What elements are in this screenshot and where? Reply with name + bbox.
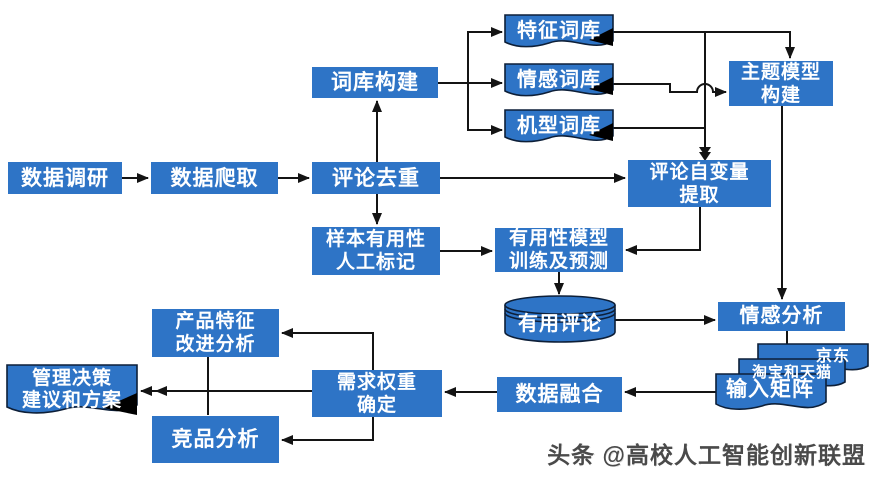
node-sentiment-analysis: 情感分析 bbox=[718, 302, 845, 331]
node-comment-dedup: 评论去重 bbox=[312, 162, 440, 194]
edge-lexicon-featuredoc bbox=[467, 27, 503, 83]
folded-corner bbox=[589, 77, 613, 95]
edge-sentimentdoc-topicmodel bbox=[613, 83, 727, 97]
node-data-crawl: 数据爬取 bbox=[151, 162, 278, 194]
folded-corner bbox=[103, 393, 137, 415]
node-lexicon-build: 词库构建 bbox=[312, 67, 438, 98]
folded-corner bbox=[589, 28, 613, 46]
edge-lexicon-modeldoc bbox=[467, 83, 503, 135]
node-sample-usefulness-label: 样本有用性 人工标记 bbox=[312, 227, 440, 275]
edge-featuredoc-topicmodel bbox=[613, 31, 795, 59]
sentiment-lexicon-doc-shape bbox=[504, 63, 614, 97]
edge-demandweight-competitor bbox=[281, 417, 374, 445]
edge-commentvar-usefulmodel bbox=[625, 207, 701, 255]
useful-comments-cylinder-shape bbox=[504, 295, 616, 343]
folded-corner bbox=[589, 123, 613, 141]
double-arrow-lower bbox=[699, 152, 711, 161]
node-usefulness-model: 有用性模型 训练及预测 bbox=[495, 228, 623, 272]
connectors bbox=[122, 27, 795, 445]
node-comment-variable-extract: 评论自变量 提取 bbox=[628, 160, 771, 207]
edge-demandweight-productfeature bbox=[281, 328, 374, 370]
node-data-research: 数据调研 bbox=[8, 162, 122, 194]
node-product-feature-analysis: 产品特征 改进分析 bbox=[152, 309, 279, 357]
model-lexicon-doc-shape bbox=[504, 109, 614, 143]
node-topic-model: 主题模型 构建 bbox=[729, 61, 833, 106]
double-arrow-upper bbox=[699, 147, 711, 156]
input-matrix-doc-shape bbox=[715, 373, 827, 410]
feature-lexicon-doc-shape bbox=[504, 14, 614, 48]
extra-arrowheads bbox=[155, 147, 711, 396]
second-arrow-decisiondoc bbox=[155, 386, 167, 396]
node-demand-weight: 需求权重 确定 bbox=[312, 370, 442, 417]
watermark-text: 头条 @高校人工智能创新联盟 bbox=[547, 442, 866, 468]
decision-doc-shape bbox=[6, 364, 138, 415]
node-competitor-analysis: 竞品分析 bbox=[152, 416, 279, 463]
document-shapes bbox=[6, 14, 869, 415]
node-data-fusion: 数据融合 bbox=[497, 377, 622, 412]
